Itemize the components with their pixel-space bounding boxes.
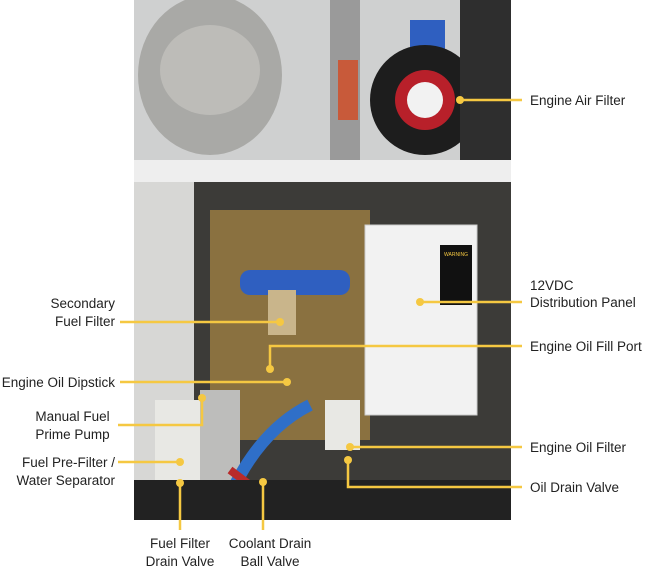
label-oil-drain-valve: Oil Drain Valve: [530, 480, 620, 495]
label-prefilter-line2: Water Separator: [16, 473, 115, 488]
warning-sticker: WARNING: [444, 252, 468, 258]
label-prime-line2: Prime Pump: [35, 427, 110, 442]
label-coolant-line1: Coolant Drain: [228, 536, 312, 551]
label-oil-fill-port: Engine Oil Fill Port: [530, 339, 642, 354]
label-secondary-line1: Secondary: [50, 296, 115, 311]
label-coolant-line2: Ball Valve: [240, 554, 300, 569]
label-prime-line1: Manual Fuel: [35, 409, 110, 424]
label-panel-line2: Distribution Panel: [530, 295, 636, 310]
label-fuel-drain-line2: Drain Valve: [145, 554, 215, 569]
label-panel-line1: 12VDC: [530, 278, 574, 293]
label-oil-dipstick: Engine Oil Dipstick: [1, 375, 115, 390]
label-oil-filter: Engine Oil Filter: [530, 440, 627, 455]
label-fuel-drain-line1: Fuel Filter: [149, 536, 210, 551]
label-prefilter-line1: Fuel Pre-Filter /: [21, 455, 115, 470]
label-engine-air-filter: Engine Air Filter: [530, 93, 626, 108]
label-secondary-line2: Fuel Filter: [54, 314, 115, 329]
